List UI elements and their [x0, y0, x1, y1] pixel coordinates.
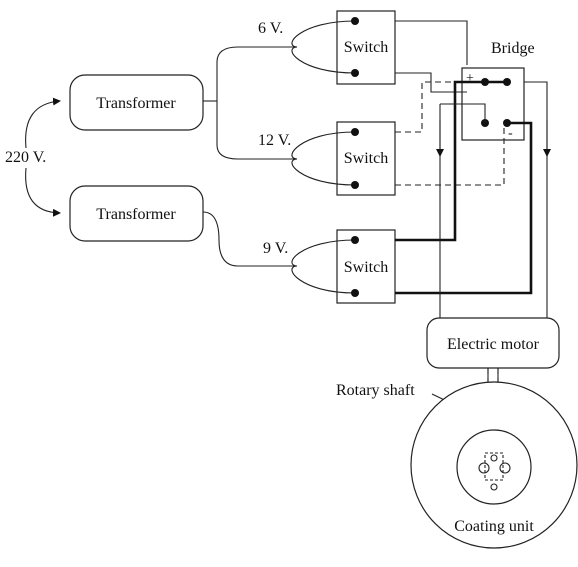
- wire-9v: [202, 211, 297, 267]
- transformer-bottom-label: Transformer: [96, 206, 176, 223]
- electric-motor: Electric motor: [426, 317, 560, 369]
- switch-6v: Switch: [291, 10, 396, 85]
- switch-12v-label: Switch: [344, 150, 388, 167]
- switch-9v: Switch: [291, 229, 396, 304]
- switch-12v-out-dashed-2: [395, 123, 505, 186]
- voltage-12-label: 12 V.: [258, 132, 291, 149]
- switch-6v-out: [395, 20, 468, 65]
- transformer-top-label: Transformer: [96, 95, 176, 112]
- voltage-9-label: 9 V.: [263, 240, 288, 257]
- rotary-shaft-label: Rotary shaft: [336, 382, 415, 399]
- switch-6v-label: Switch: [344, 39, 388, 56]
- wire-6v: [216, 46, 297, 101]
- wire-12v: [216, 101, 297, 160]
- switch-12v: Switch: [291, 121, 396, 196]
- transformer-top: Transformer: [69, 74, 204, 131]
- supply-label: 220 V.: [5, 149, 46, 166]
- switch-9v-out-thick: [395, 80, 507, 242]
- transformer-bottom: Transformer: [69, 185, 204, 242]
- bridge-label: Bridge: [491, 40, 535, 57]
- switch-12v-out-dashed: [395, 81, 485, 133]
- coating-unit: Coating unit: [410, 381, 578, 549]
- voltage-6-label: 6 V.: [258, 20, 283, 37]
- bridge-to-motor-left: [440, 103, 486, 123]
- supply-wire-top: [25, 97, 61, 149]
- supply-wire-bottom: [25, 167, 61, 217]
- switch-9v-out-thick-2: [395, 121, 533, 295]
- switch-9v-label: Switch: [344, 259, 388, 276]
- bridge-minus-label: -: [508, 126, 513, 141]
- bridge-plus-label: +: [466, 71, 474, 86]
- coating-unit-label: Coating unit: [454, 518, 534, 535]
- bridge-to-motor-right: [524, 81, 548, 318]
- electric-motor-label: Electric motor: [447, 336, 540, 353]
